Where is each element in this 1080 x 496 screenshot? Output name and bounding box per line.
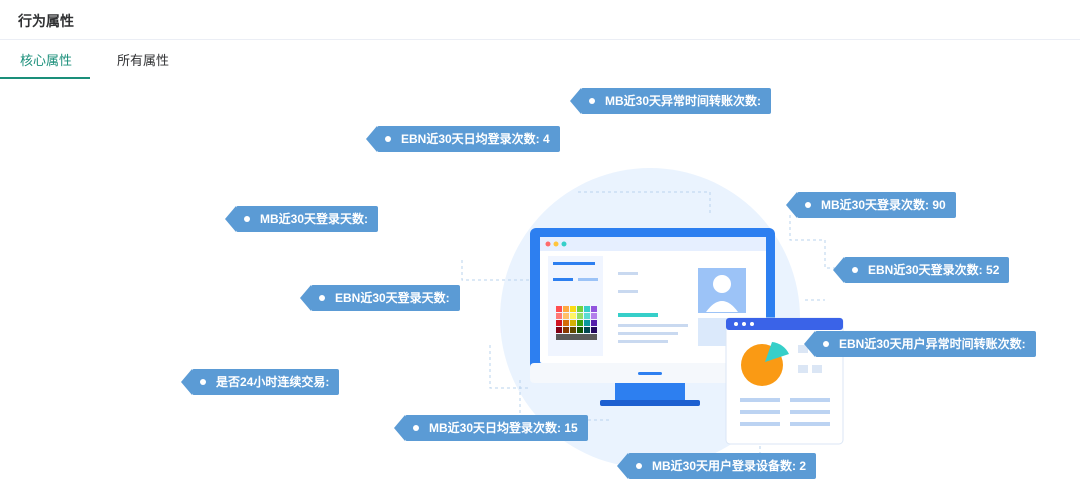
bullet-dot — [805, 202, 811, 208]
tag-mb-user-login-devices: MB近30天用户登录设备数: 2 — [616, 453, 817, 479]
bullet-dot — [200, 379, 206, 385]
section-header: 行为属性 — [0, 0, 1080, 40]
section-title: 行为属性 — [18, 13, 74, 29]
bullet-dot — [823, 341, 829, 347]
tag-24h-continuous-trading: 是否24小时连续交易: — [180, 369, 340, 395]
bullet-dot — [385, 136, 391, 142]
tag-ebn-user-abnormal-time-transfer: EBN近30天用户异常时间转账次数: — [804, 331, 1036, 357]
tab-all-attributes[interactable]: 所有属性 — [117, 53, 170, 68]
bullet-dot — [852, 267, 858, 273]
bullet-dot — [589, 98, 595, 104]
tag-mb-daily-avg-logins: MB近30天日均登录次数: 15 — [394, 415, 588, 441]
tab-core-attributes[interactable]: 核心属性 — [20, 53, 73, 68]
tab-bar: 核心属性 所有属性 — [0, 41, 1080, 79]
tag-mb-login-count: MB近30天登录次数: 90 — [786, 192, 956, 218]
bullet-dot — [636, 463, 642, 469]
tag-mb-login-days: MB近30天登录天数: — [224, 206, 379, 232]
bullet-dot — [319, 295, 325, 301]
bullet-dot — [244, 216, 250, 222]
tag-mb-abnormal-time-transfer: MB近30天异常时间转账次数: — [569, 88, 772, 114]
tag-ebn-login-count: EBN近30天登录次数: 52 — [832, 257, 1010, 283]
bullet-dot — [413, 425, 419, 431]
tag-ebn-daily-avg-logins: EBN近30天日均登录次数: 4 — [366, 126, 560, 152]
active-tab-indicator — [0, 77, 90, 79]
tag-ebn-login-days: EBN近30天登录天数: — [300, 285, 460, 311]
